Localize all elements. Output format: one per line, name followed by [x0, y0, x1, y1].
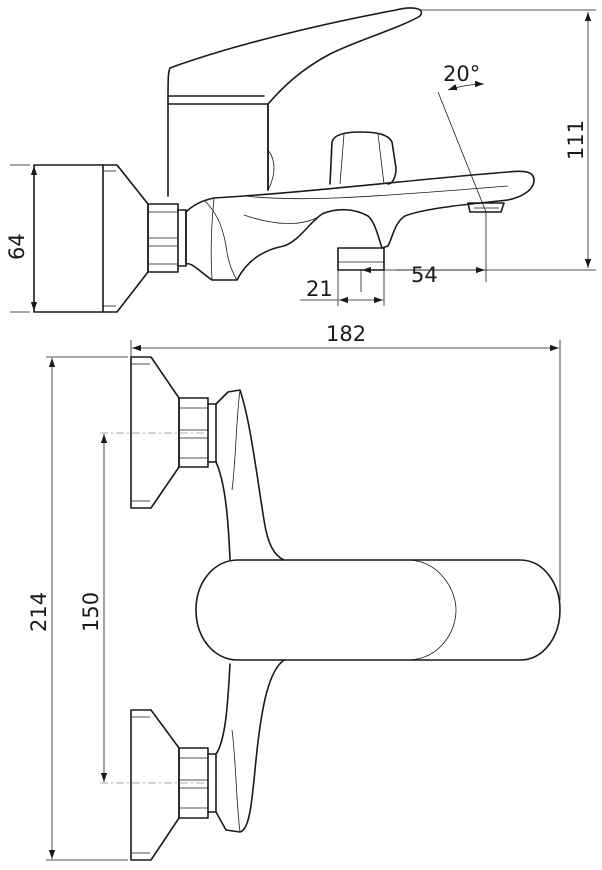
total-height-label: 111 — [564, 120, 588, 160]
body-height-label: 64 — [5, 233, 29, 260]
total-width-label: 214 — [27, 592, 51, 632]
center-lines — [100, 432, 212, 784]
center-distance-label: 150 — [79, 592, 103, 632]
total-depth-label: 182 — [326, 322, 366, 346]
side-lever — [167, 7, 423, 197]
side-wall-flange — [33, 164, 149, 313]
dimension-54: 54 — [360, 263, 485, 292]
side-tap-body — [185, 131, 535, 281]
angle-label: 20° — [443, 62, 480, 86]
top-view: 182 — [27, 322, 561, 861]
top-upper-connection — [130, 356, 217, 509]
top-lever — [195, 559, 561, 661]
dimension-214: 214 — [27, 356, 128, 861]
spout-offset-label: 54 — [411, 263, 438, 287]
side-view: 20° 111 64 54 21 — [5, 7, 596, 313]
dimension-21: 21 — [300, 270, 385, 306]
top-lower-connection — [130, 709, 217, 861]
dimension-111: 111 — [396, 9, 596, 271]
side-hex-nut — [147, 203, 187, 273]
dimension-182: 182 — [130, 322, 561, 600]
outlet-width-label: 21 — [306, 277, 333, 301]
top-body — [215, 389, 285, 833]
dimension-64: 64 — [5, 164, 38, 313]
angle-annotation: 20° — [437, 62, 487, 282]
dimension-150: 150 — [79, 434, 108, 782]
